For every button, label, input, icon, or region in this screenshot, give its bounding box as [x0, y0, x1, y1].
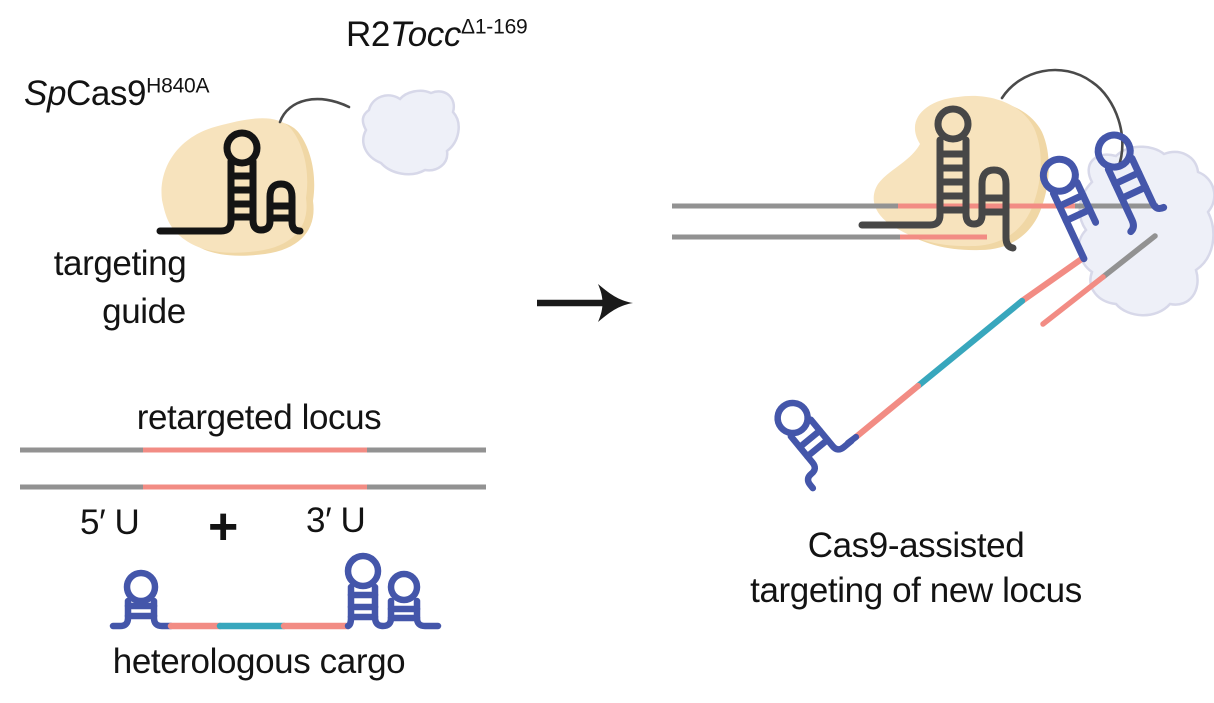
cargo-diag-salmon-lower [852, 382, 922, 441]
result-caption: Cas9-assisted targeting of new locus [698, 523, 1134, 613]
r2tocc-protein-blob [361, 89, 460, 176]
r2tocc-truncation: Δ1-169 [461, 15, 528, 39]
spcas9-protein: Cas9 [66, 74, 147, 113]
cas9-complex [672, 68, 1214, 492]
cargo-five-prime-hairpin-tilted [774, 399, 855, 492]
cargo-three-prime-hairpins [344, 552, 442, 630]
spcas9-mutation: H840A [146, 74, 210, 98]
cargo-five-prime-hairpin [109, 569, 175, 630]
result-caption-line2: targeting of new locus [750, 571, 1082, 610]
targeting-guide-line2: guide [102, 292, 186, 331]
guide-rna-icon-right [858, 105, 1017, 252]
r2tocc-label: R2ToccΔ1-169 [346, 15, 528, 55]
displaced-strand-salmon [1040, 274, 1106, 327]
cargo-hairpin-a [1039, 155, 1100, 263]
plus-sign: + [208, 498, 238, 556]
displaced-strand-gray [1100, 233, 1158, 280]
r2tocc-protein-blob-right [1077, 145, 1214, 317]
retargeted-locus-dna [20, 447, 486, 490]
result-caption-line1: Cas9-assisted [807, 526, 1025, 565]
heterologous-cargo-label: heterologous cargo [112, 642, 406, 681]
spcas9-label: SpCas9H840A [24, 74, 210, 114]
cargo-hairpin-b [1094, 131, 1168, 236]
cargo-rna-diagonal [844, 254, 1087, 447]
cargo-diag-teal [914, 297, 1026, 390]
arrow-icon [537, 284, 633, 322]
r2tocc-prefix: R2 [346, 15, 390, 54]
linker-curve [278, 97, 351, 124]
targeting-guide-line1: targeting [53, 244, 187, 283]
spcas9-species: Sp [24, 74, 67, 113]
three-prime-u-label: 3′ U [306, 501, 366, 540]
retargeted-locus-label: retargeted locus [136, 398, 382, 437]
r2tocc-blob-body [361, 89, 460, 176]
displaced-strand [1040, 233, 1158, 327]
cargo-diag-salmon-upper [1018, 254, 1087, 305]
targeting-guide-label: targeting guide [20, 244, 220, 332]
r2tocc-gene: Tocc [389, 15, 461, 54]
five-prime-u-label: 5′ U [80, 503, 140, 542]
cargo-rna-icon [109, 552, 442, 630]
guide-rna-icon [156, 129, 304, 235]
